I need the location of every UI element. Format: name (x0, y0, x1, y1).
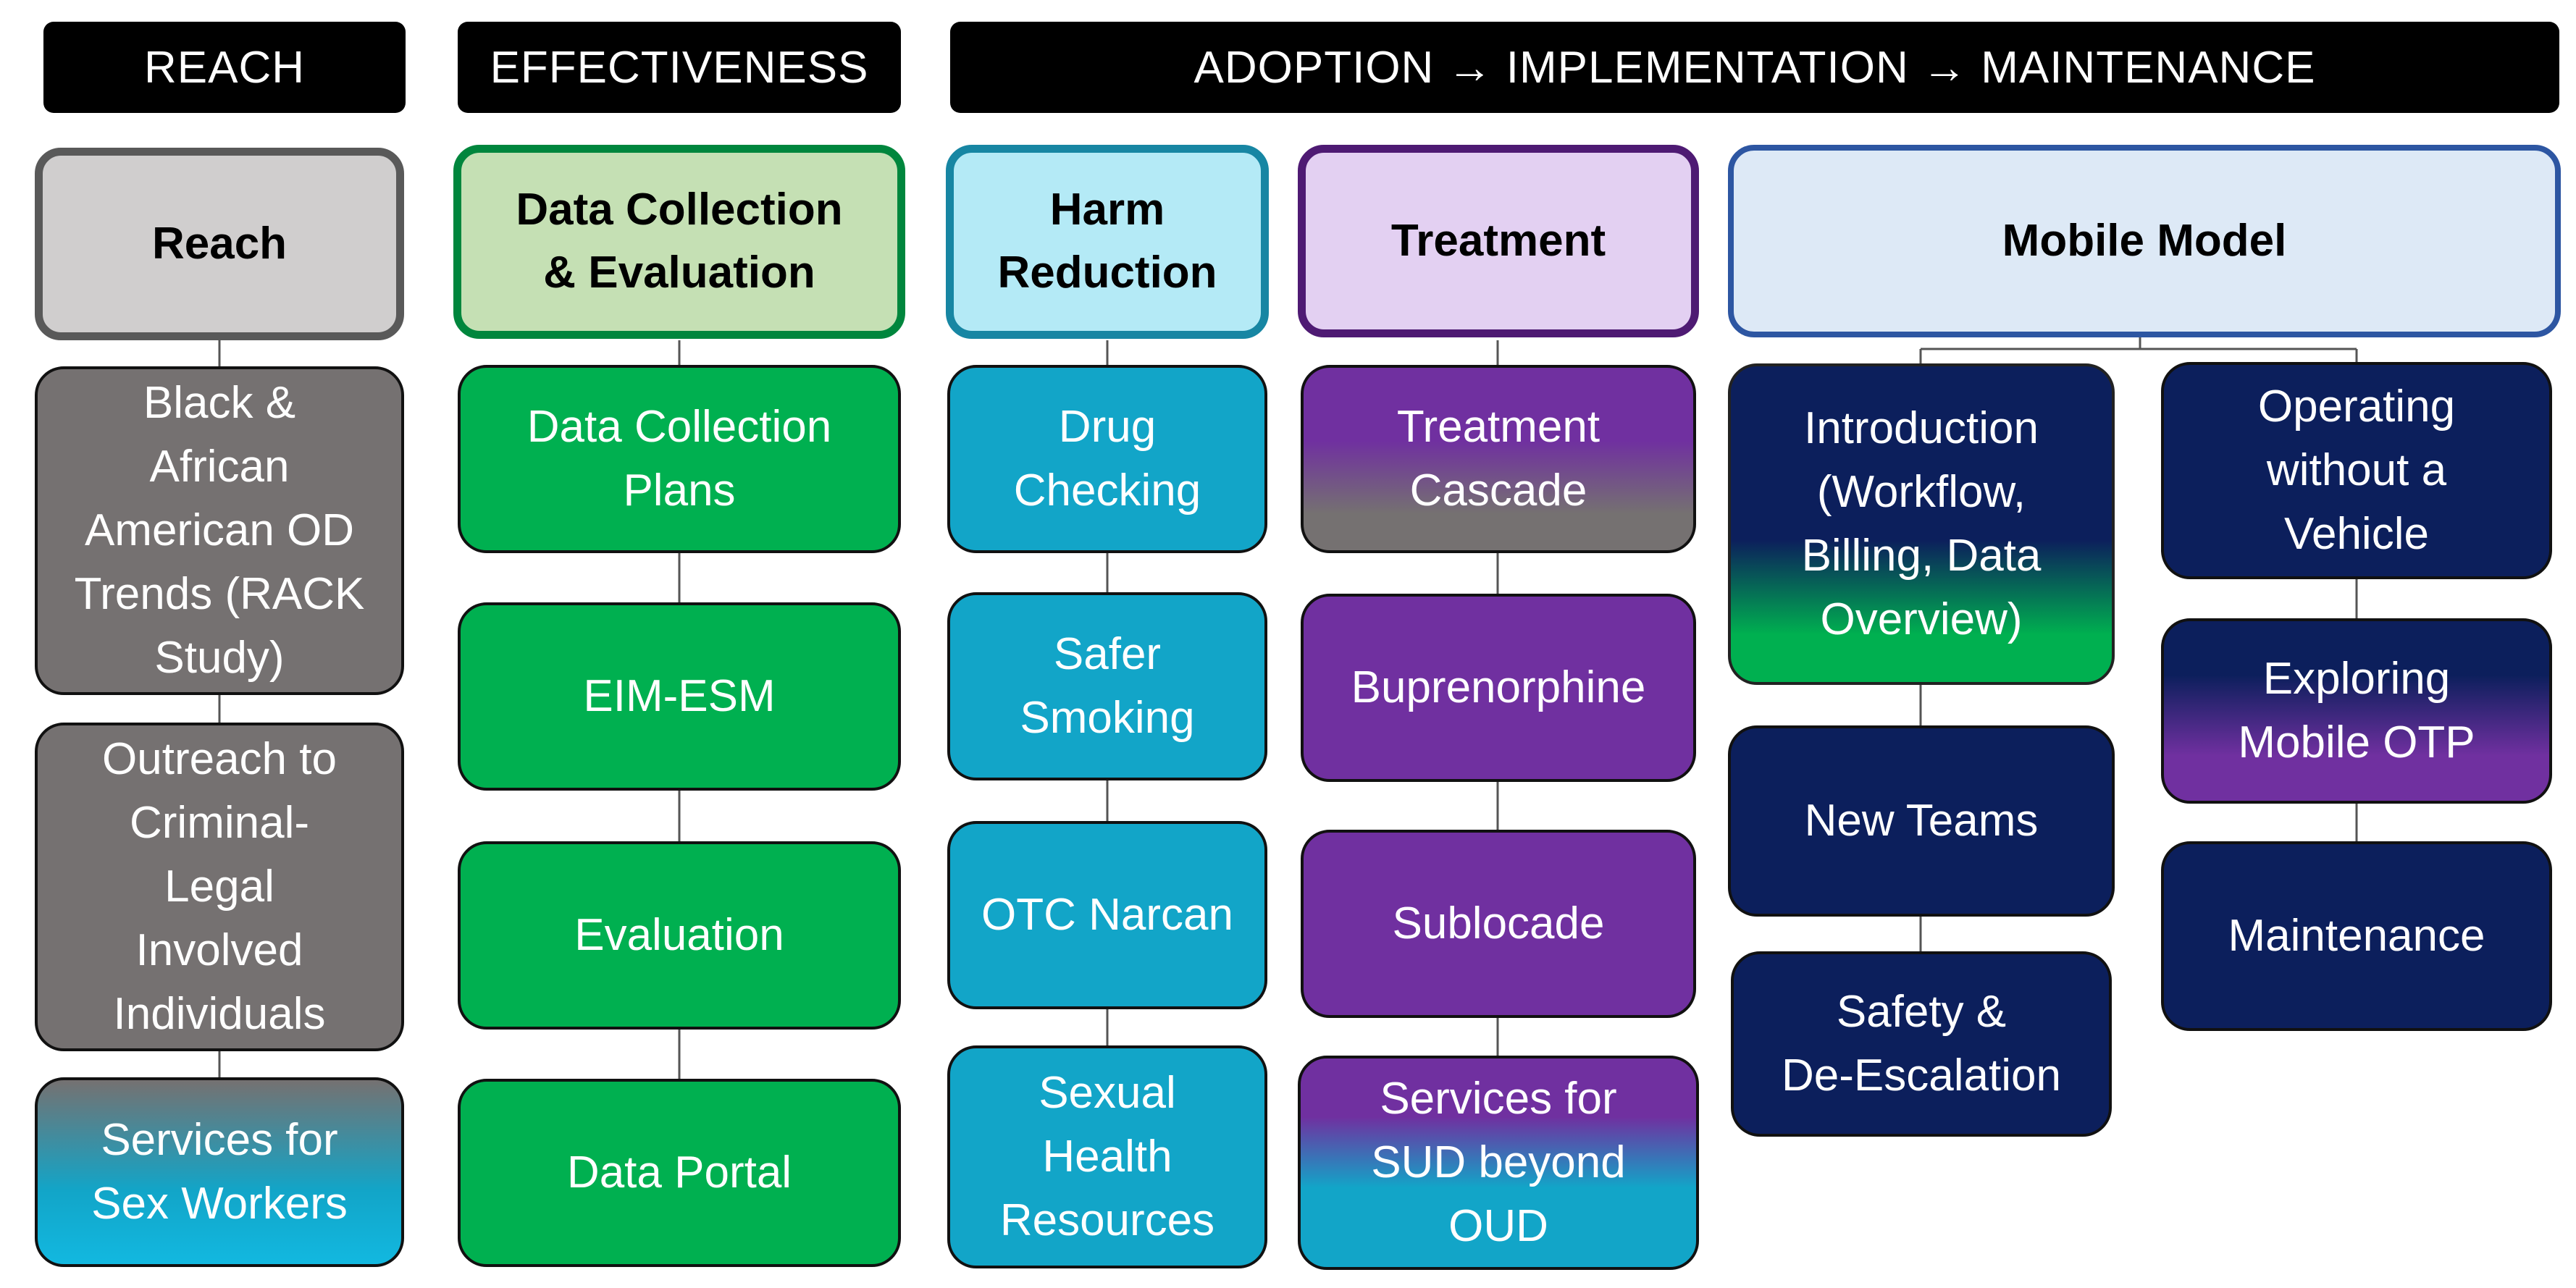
harm-item-otc-narcan: OTC Narcan (947, 821, 1267, 1009)
data-item-data-portal: Data Portal (458, 1079, 901, 1267)
treatment-item-buprenorphine: Buprenorphine (1301, 594, 1696, 782)
reach-item-sex-workers: Services for Sex Workers (35, 1077, 404, 1267)
mobile-item-operating-without-vehicle: Operating without a Vehicle (2161, 362, 2552, 579)
mobile-item-exploring-mobile-otp: Exploring Mobile OTP (2161, 618, 2552, 804)
treatment-item-cascade: Treatment Cascade (1301, 365, 1696, 553)
mobile-item-label: Maintenance (2228, 910, 2485, 961)
reach-item-label: Outreach to Criminal- Legal Involved Ind… (102, 733, 337, 1040)
harm-item-label: Safer Smoking (1020, 628, 1195, 743)
treatment-item-label: Buprenorphine (1351, 662, 1646, 712)
mobile-item-label: Safety & De-Escalation (1782, 986, 2061, 1100)
category-data-collection-label: Data Collection & Evaluation (516, 185, 843, 298)
harm-item-label: Sexual Health Resources (999, 1067, 1215, 1246)
data-item-label: EIM-ESM (583, 670, 776, 721)
category-treatment-label: Treatment (1390, 215, 1606, 266)
data-item-collection-plans: Data Collection Plans (458, 365, 901, 553)
harm-item-sexual-health: Sexual Health Resources (947, 1045, 1267, 1268)
data-item-evaluation: Evaluation (458, 841, 901, 1030)
category-harm-reduction: Harm Reduction (946, 145, 1269, 339)
category-reach-label: Reach (151, 218, 288, 269)
mobile-item-introduction: Introduction (Workflow, Billing, Data Ov… (1728, 363, 2115, 685)
harm-item-label: Drug Checking (1013, 401, 1201, 515)
mobile-item-label: Exploring Mobile OTP (2238, 653, 2475, 767)
category-reach: Reach (35, 148, 404, 340)
category-mobile-model-label: Mobile Model (2002, 215, 2287, 266)
category-treatment: Treatment (1298, 145, 1699, 337)
header-reach: REACH (43, 22, 406, 113)
harm-item-safer-smoking: Safer Smoking (947, 592, 1267, 780)
data-item-label: Evaluation (574, 909, 784, 960)
mobile-item-maintenance: Maintenance (2161, 841, 2552, 1031)
category-harm-reduction-label: Harm Reduction (997, 185, 1217, 298)
reach-item-od-trends: Black & African American OD Trends (RACK… (35, 366, 404, 695)
treatment-item-sublocade: Sublocade (1301, 830, 1696, 1018)
header-adoption-implementation-maintenance: ADOPTION → IMPLEMENTATION → MAINTENANCE (950, 22, 2559, 113)
mobile-item-label: New Teams (1804, 795, 2039, 846)
treatment-item-label: Services for SUD beyond OUD (1371, 1073, 1626, 1252)
reach-item-criminal-legal-outreach: Outreach to Criminal- Legal Involved Ind… (35, 723, 404, 1051)
treatment-item-label: Sublocade (1392, 898, 1605, 948)
data-item-eim-esm: EIM-ESM (458, 602, 901, 791)
header-effectiveness-label: EFFECTIVENESS (490, 42, 869, 93)
harm-item-label: OTC Narcan (981, 889, 1233, 940)
category-data-collection: Data Collection & Evaluation (453, 145, 905, 339)
category-mobile-model: Mobile Model (1728, 145, 2561, 337)
reach-item-label: Black & African American OD Trends (RACK… (74, 377, 365, 683)
treatment-item-label: Treatment Cascade (1396, 401, 1600, 515)
header-aim-label: ADOPTION → IMPLEMENTATION → MAINTENANCE (1193, 42, 2316, 93)
data-item-label: Data Portal (566, 1147, 792, 1197)
reach-item-label: Services for Sex Workers (91, 1114, 348, 1229)
header-reach-label: REACH (143, 42, 306, 93)
mobile-item-label: Introduction (Workflow, Billing, Data Ov… (1801, 403, 2042, 645)
treatment-item-sud-services: Services for SUD beyond OUD (1298, 1056, 1699, 1270)
data-item-label: Data Collection Plans (526, 401, 832, 515)
mobile-item-safety-deescalation: Safety & De-Escalation (1731, 951, 2112, 1137)
mobile-item-label: Operating without a Vehicle (2257, 381, 2456, 560)
harm-item-drug-checking: Drug Checking (947, 365, 1267, 553)
header-effectiveness: EFFECTIVENESS (458, 22, 901, 113)
mobile-item-new-teams: New Teams (1728, 725, 2115, 917)
